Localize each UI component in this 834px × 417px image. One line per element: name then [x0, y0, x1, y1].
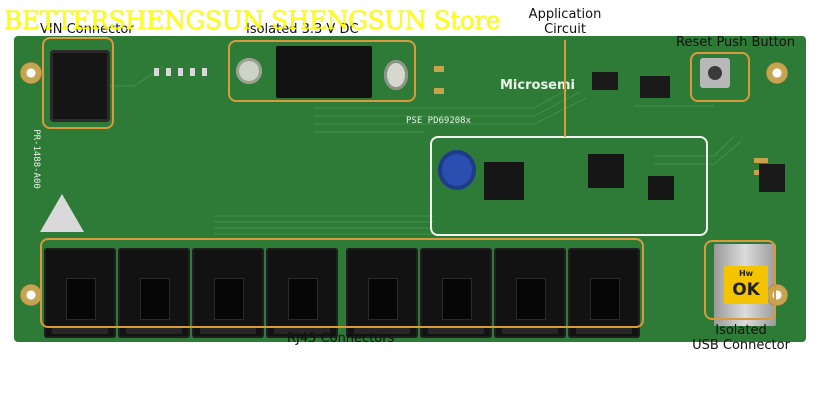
usb-callout-box	[704, 240, 776, 320]
usb-connector-label: Isolated USB Connector	[676, 323, 806, 353]
reset-button-label: Reset Push Button	[676, 35, 795, 50]
application-circuit-label: Application Circuit	[520, 7, 610, 37]
application-circuit-label-line2: Circuit	[544, 22, 586, 37]
rj45-jack	[44, 248, 116, 338]
mounting-hole	[20, 284, 42, 306]
capacitor-blue	[438, 150, 476, 190]
application-circuit-lead	[564, 40, 566, 137]
ic-chip	[640, 76, 670, 98]
rj45-jack	[494, 248, 566, 338]
reset-push-button	[700, 58, 730, 88]
rj45-jack	[568, 248, 640, 338]
capacitor-right	[384, 60, 408, 90]
board-part-number: PR-1488-A00	[30, 129, 41, 189]
isolated-dc-label: Isolated 3.3 V DC	[246, 22, 359, 37]
application-circuit-label-line1: Application	[528, 7, 602, 22]
terminal-block	[276, 46, 372, 98]
application-circuit-callout-box	[430, 136, 708, 236]
store-watermark: BETTERSHENGSUN SHENGSUN Store	[4, 6, 501, 35]
esd-warning-icon	[40, 194, 84, 232]
usb-connector-label-line2: USB Connector	[692, 338, 790, 353]
reset-callout-box	[690, 52, 750, 102]
rj45-jack	[118, 248, 190, 338]
badge-top-text: Hw	[738, 269, 754, 278]
vin-callout-box	[42, 37, 114, 129]
rj45-jack	[346, 248, 418, 338]
ic-chip	[759, 164, 785, 192]
mounting-hole	[766, 284, 788, 306]
pcb-traces	[74, 65, 768, 235]
ic-chip	[588, 154, 624, 188]
mounting-hole	[766, 62, 788, 84]
pse-controller-chip	[484, 162, 524, 200]
rj45-jack	[420, 248, 492, 338]
chip-silkscreen: PSE PD69208x	[406, 116, 472, 126]
ic-chip	[592, 72, 618, 90]
dc-power-jack	[50, 50, 110, 122]
brand-logo-text: Microsemi	[500, 78, 575, 93]
hw-ok-badge: Hw OK	[724, 266, 768, 304]
badge-main-text: OK	[732, 280, 760, 300]
rj45-jack	[266, 248, 338, 338]
mounting-hole	[20, 62, 42, 84]
ic-chip	[648, 176, 674, 200]
rj45-callout-box	[40, 238, 644, 328]
capacitor-left	[236, 58, 262, 84]
rj45-connectors-label: RJ45 Connectors	[287, 331, 395, 346]
pcb-board: Microsemi PSE PD69208x PR-1488-A00 Hw OK	[14, 36, 806, 342]
isolated-dc-callout-box	[228, 40, 416, 102]
vin-connector-label: VIN Connector	[40, 22, 134, 37]
rj45-jack	[192, 248, 264, 338]
usb-connector-label-line1: Isolated	[715, 323, 767, 338]
